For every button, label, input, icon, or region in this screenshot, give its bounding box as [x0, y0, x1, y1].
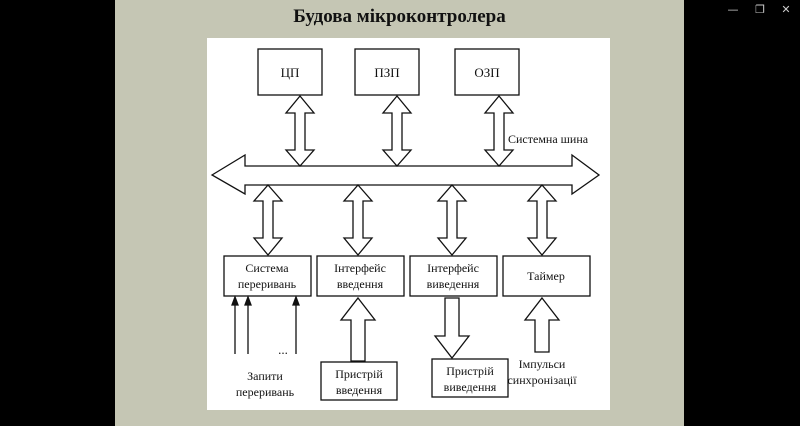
rom-bus-arrow	[381, 94, 413, 167]
block-input-interface	[316, 255, 405, 297]
ram-label: ОЗП	[474, 65, 499, 80]
close-icon: ✕	[781, 2, 791, 16]
block-ram	[454, 48, 520, 96]
sync-pulses-label-2: синхронізації	[507, 373, 577, 387]
sync-pulses-label-1: Імпульси	[519, 357, 566, 371]
block-cpu	[257, 48, 323, 96]
minimize-button[interactable]: —	[721, 0, 745, 18]
restore-button[interactable]: ❐	[748, 0, 772, 18]
block-output-interface	[409, 255, 498, 297]
microcontroller-diagram: ЦП ПЗП ОЗП Системна шина Система перерив…	[210, 48, 601, 401]
input-device-label-2: введення	[336, 383, 383, 397]
interrupt-system-label-1: Система	[245, 261, 289, 275]
block-input-device	[320, 361, 398, 401]
timer-bus-arrow	[526, 184, 558, 257]
cpu-label: ЦП	[281, 65, 300, 80]
output-device-arrow	[433, 297, 471, 360]
system-bus-arrow	[210, 153, 601, 196]
interrupt-request-arrowhead-1	[231, 295, 239, 306]
diagram-figure: ЦП ПЗП ОЗП Системна шина Система перерив…	[207, 38, 610, 410]
interrupts-bus-arrow	[252, 184, 284, 257]
output-device-label-2: виведення	[444, 380, 497, 394]
interrupt-request-arrowhead-n	[292, 295, 300, 306]
block-timer	[502, 255, 591, 297]
system-bus-label: Системна шина	[508, 132, 589, 146]
cpu-bus-arrow	[284, 94, 316, 167]
slide-title: Будова мікроконтролера	[293, 6, 506, 27]
input-interface-bus-arrow	[342, 184, 374, 257]
restore-icon: ❐	[755, 2, 765, 16]
ram-bus-arrow	[483, 94, 515, 167]
minimize-icon: —	[727, 2, 739, 16]
block-rom	[354, 48, 420, 96]
rom-label: ПЗП	[374, 65, 399, 80]
output-interface-label-1: Інтерфейс	[427, 261, 479, 275]
close-button[interactable]: ✕	[774, 0, 798, 18]
interrupt-requests-label-1: Запити	[247, 369, 283, 383]
interrupt-system-label-2: переривань	[238, 277, 297, 291]
input-interface-label-1: Інтерфейс	[334, 261, 386, 275]
input-interface-label-2: введення	[337, 277, 384, 291]
timer-label: Таймер	[527, 269, 565, 283]
interrupt-request-arrowhead-2	[244, 295, 252, 306]
input-device-arrow	[339, 296, 377, 362]
sync-pulses-arrow	[523, 296, 561, 353]
output-device-label-1: Пристрій	[446, 364, 494, 378]
block-output-device	[431, 358, 509, 398]
output-interface-label-2: виведення	[427, 277, 480, 291]
interrupt-requests-label-2: переривань	[236, 385, 295, 399]
block-interrupt-system	[223, 255, 312, 297]
output-interface-bus-arrow	[436, 184, 468, 257]
input-device-label-1: Пристрій	[335, 367, 383, 381]
ellipsis: ...	[278, 342, 288, 357]
